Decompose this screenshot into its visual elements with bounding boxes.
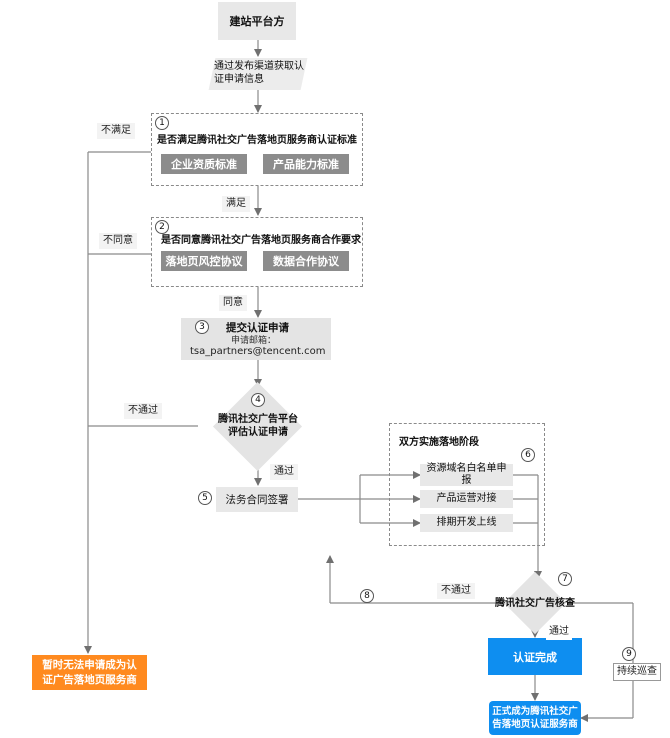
step7-number: 7 [558,572,572,586]
edge-pass4-label: 通过 [270,464,298,480]
obtain-line2: 证申请信息 [214,74,264,85]
step3-number: 3 [195,320,209,334]
phase-item-1-line1: 资源域名白名单申 [426,463,507,474]
final-line2: 告落地页认证服务商 [492,719,578,730]
step5-number: 5 [198,491,212,505]
continuous-patrol-label: 持续巡查 [613,663,661,681]
step4-line2: 评估认证申请 [228,427,288,438]
step7-label: 腾讯社交广告核查 [495,598,575,609]
phase-item-ops: 产品运营对接 [420,490,513,508]
step1-number: 1 [155,116,169,130]
step5-box: 法务合同签署 [216,487,298,512]
step5-label: 法务合同签署 [225,494,289,506]
edge-reject7-label: 不通过 [437,583,475,599]
product-capability-tag: 产品能力标准 [263,154,349,174]
step9-number: 9 [622,647,636,661]
fail-line2: 证广告落地页服务商 [42,673,137,686]
step3-box: 3 提交认证申请 申请邮箱： tsa_partners@tencent.com [181,318,331,360]
step4-line1: 腾讯社交广告平台 [218,414,298,425]
cannot-apply-box: 暂时无法申请成为认 证广告落地页服务商 [32,655,147,690]
edge-agree-label: 同意 [219,295,247,311]
phase-title: 双方实施落地阶段 [399,437,479,448]
edge-disagree-label: 不同意 [99,233,137,249]
step3-title: 提交认证申请 [226,322,289,334]
risk-control-agreement-tag: 落地页风控协议 [161,251,247,271]
step1-question: 是否满足腾讯社交广告落地页服务商认证标准 [157,135,357,146]
phase-item-2-label: 产品运营对接 [436,493,497,504]
phase-number: 6 [521,448,535,462]
start-node: 建站平台方 [218,2,296,40]
data-cooperation-agreement-tag: 数据合作协议 [263,251,349,271]
step2-question: 是否同意腾讯社交广告落地页服务商合作要求 [161,235,361,246]
implementation-phase-box: 双方实施落地阶段 6 [389,423,545,546]
edge-pass7-label: 通过 [546,624,572,640]
certification-complete-label: 认证完成 [513,650,557,664]
step2-box: 2 是否同意腾讯社交广告落地页服务商合作要求 落地页风控协议 数据合作协议 [151,217,363,287]
step1-box: 1 是否满足腾讯社交广告落地页服务商认证标准 企业资质标准 产品能力标准 [151,113,363,186]
edge-meet-label: 满足 [222,196,250,212]
phase-item-3-label: 排期开发上线 [436,517,497,528]
step3-email: tsa_partners@tencent.com [190,346,326,357]
step4-label: 腾讯社交广告平台 评估认证申请 [207,413,309,439]
certified-provider-box: 正式成为腾讯社交广 告落地页认证服务商 [489,701,581,735]
certification-complete-box: 认证完成 [488,638,582,675]
phase-item-1-line2: 报 [461,475,472,486]
final-line1: 正式成为腾讯社交广 [492,706,578,717]
fail-line1: 暂时无法申请成为认 [42,658,137,671]
step2-number: 2 [155,220,169,234]
start-label: 建站平台方 [229,15,285,28]
phase-item-whitelist: 资源域名白名单申 报 [420,463,513,486]
obtain-line1: 通过发布渠道获取认 [214,61,304,72]
step8-number: 8 [360,589,374,603]
enterprise-qualification-tag: 企业资质标准 [161,154,247,174]
step4-number: 4 [251,393,265,407]
edge-reject4-label: 不通过 [124,403,162,419]
edge-not-meet-label: 不满足 [97,123,135,139]
phase-item-dev: 排期开发上线 [420,514,513,532]
obtain-info-text: 通过发布渠道获取认 证申请信息 [214,60,308,86]
step3-email-label: 申请邮箱： [231,336,277,346]
